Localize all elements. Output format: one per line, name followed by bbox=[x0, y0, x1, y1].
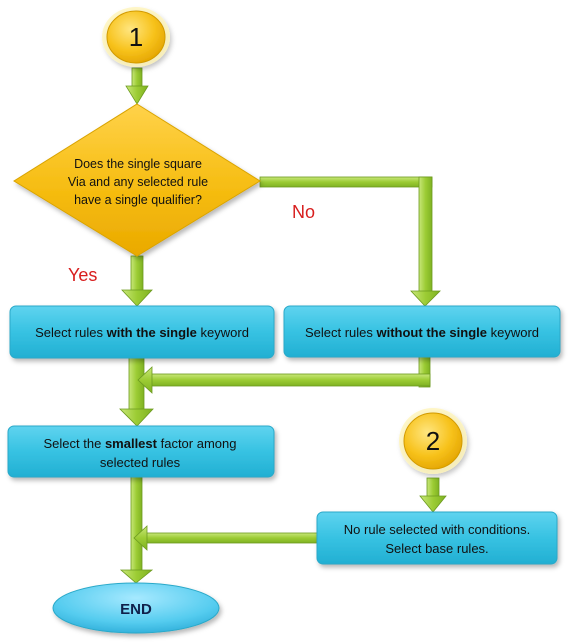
process-without-single-text: Select rules without the single keyword bbox=[305, 325, 539, 340]
arrow-smallest-to-end-shaft bbox=[130, 476, 143, 574]
process-smallest-line2: selected rules bbox=[100, 455, 181, 470]
decision-diamond bbox=[13, 103, 261, 257]
process-with-single-post: keyword bbox=[197, 325, 249, 340]
connector-start bbox=[102, 7, 170, 67]
arrow-no-horizontal bbox=[259, 176, 433, 188]
arrow-smallest-to-end-head bbox=[119, 569, 154, 584]
process-without-single-bold: without the single bbox=[376, 325, 488, 340]
branch-no-label: No bbox=[292, 202, 315, 222]
process-box-smallest-factor bbox=[7, 425, 275, 478]
arrow-yes-head bbox=[121, 289, 153, 307]
arrow-with-to-smallest-shaft bbox=[128, 357, 145, 412]
terminal-end bbox=[52, 582, 220, 634]
process-without-single-post: keyword bbox=[487, 325, 539, 340]
process-smallest-pre: Select the bbox=[44, 436, 105, 451]
process-with-single-pre: Select rules bbox=[35, 325, 107, 340]
process-box-with-single bbox=[9, 305, 275, 359]
process-smallest-bold: smallest bbox=[105, 436, 158, 451]
arrow-with-to-smallest-head bbox=[119, 408, 154, 427]
decision-text-line3: have a single qualifier? bbox=[74, 193, 202, 207]
process-box-without-single bbox=[283, 305, 561, 358]
process-smallest-line1: Select the smallest factor among bbox=[44, 436, 237, 451]
connector-lines bbox=[119, 67, 447, 584]
arrow-merge-head bbox=[137, 366, 153, 394]
process-with-single-text: Select rules with the single keyword bbox=[35, 325, 249, 340]
arrow-start-to-decision-shaft bbox=[131, 67, 143, 89]
arrow-base-to-end-head bbox=[133, 525, 148, 551]
process-base-line1: No rule selected with conditions. bbox=[344, 522, 530, 537]
process-base-line2: Select base rules. bbox=[385, 541, 488, 556]
arrow-no-vertical-shaft bbox=[418, 176, 433, 294]
arrow-restart-head bbox=[419, 495, 447, 513]
decision-text-line2: Via and any selected rule bbox=[68, 175, 208, 189]
branch-yes-label: Yes bbox=[68, 265, 97, 285]
connector-restart-label: 2 bbox=[426, 426, 440, 456]
process-without-single-pre: Select rules bbox=[305, 325, 377, 340]
process-smallest-post: factor among bbox=[157, 436, 237, 451]
arrow-restart-shaft bbox=[426, 477, 440, 499]
arrow-start-to-decision-head bbox=[125, 85, 149, 105]
arrow-merge-horizontal bbox=[149, 373, 431, 387]
terminal-end-label: END bbox=[120, 601, 152, 618]
arrow-yes-shaft bbox=[130, 255, 144, 293]
arrow-no-head bbox=[410, 290, 441, 307]
process-box-base-rules bbox=[316, 511, 558, 565]
process-with-single-bold: with the single bbox=[106, 325, 197, 340]
decision-text-line1: Does the single square bbox=[74, 157, 202, 171]
connector-start-label: 1 bbox=[129, 22, 143, 52]
arrow-base-to-end-horizontal bbox=[143, 532, 318, 544]
connector-restart bbox=[399, 408, 467, 474]
